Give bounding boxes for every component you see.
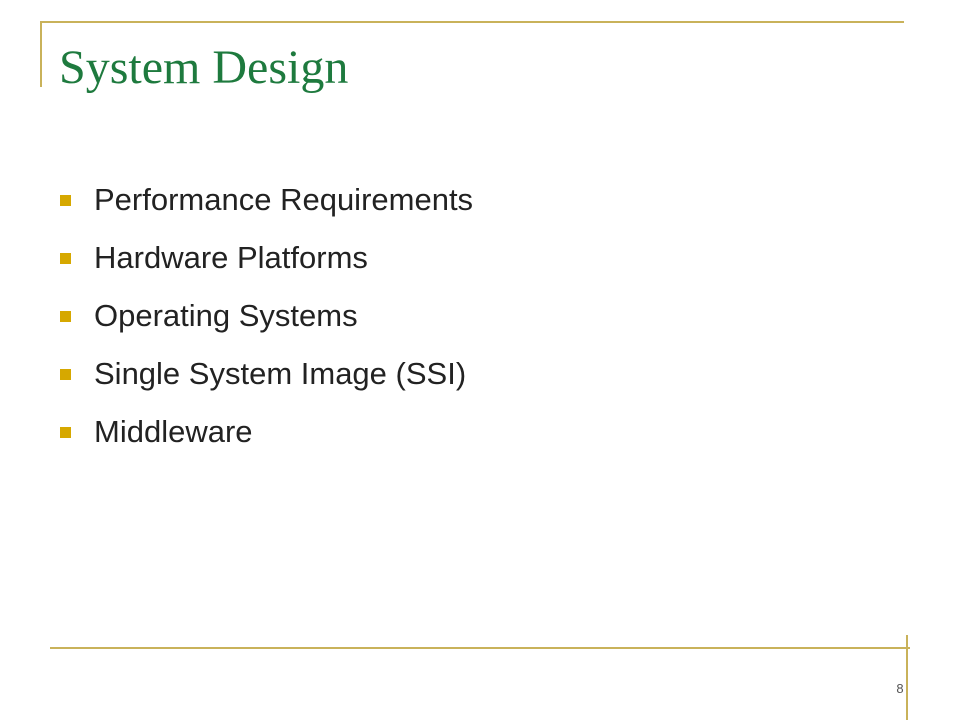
bullet-item-hardware-platforms: Hardware Platforms bbox=[60, 229, 473, 287]
top-frame-line bbox=[40, 21, 904, 23]
square-bullet-icon bbox=[60, 310, 71, 322]
bullet-text: Performance Requirements bbox=[94, 182, 474, 217]
right-frame-tick bbox=[906, 635, 908, 720]
bullet-list: Performance Requirements Hardware Platfo… bbox=[60, 171, 473, 461]
bullet-item-performance-requirements: Performance Requirements bbox=[60, 171, 473, 229]
bottom-frame-line bbox=[50, 647, 910, 649]
bullet-item-middleware: Middleware bbox=[60, 403, 473, 461]
slide-title: System Design bbox=[59, 41, 349, 94]
bullet-item-single-system-image: Single System Image (SSI) bbox=[60, 345, 473, 403]
square-bullet-icon bbox=[60, 252, 71, 264]
bullet-text: Middleware bbox=[94, 414, 253, 449]
bullet-text: Hardware Platforms bbox=[94, 240, 368, 275]
square-bullet-icon bbox=[60, 368, 71, 380]
left-frame-line bbox=[40, 21, 42, 87]
square-bullet-icon bbox=[60, 194, 71, 206]
bullet-text: Single System Image (SSI) bbox=[94, 356, 467, 391]
bullet-text: Operating Systems bbox=[94, 298, 358, 333]
square-bullet-icon bbox=[60, 426, 71, 438]
bullet-item-operating-systems: Operating Systems bbox=[60, 287, 473, 345]
page-number: 8 bbox=[896, 681, 904, 696]
